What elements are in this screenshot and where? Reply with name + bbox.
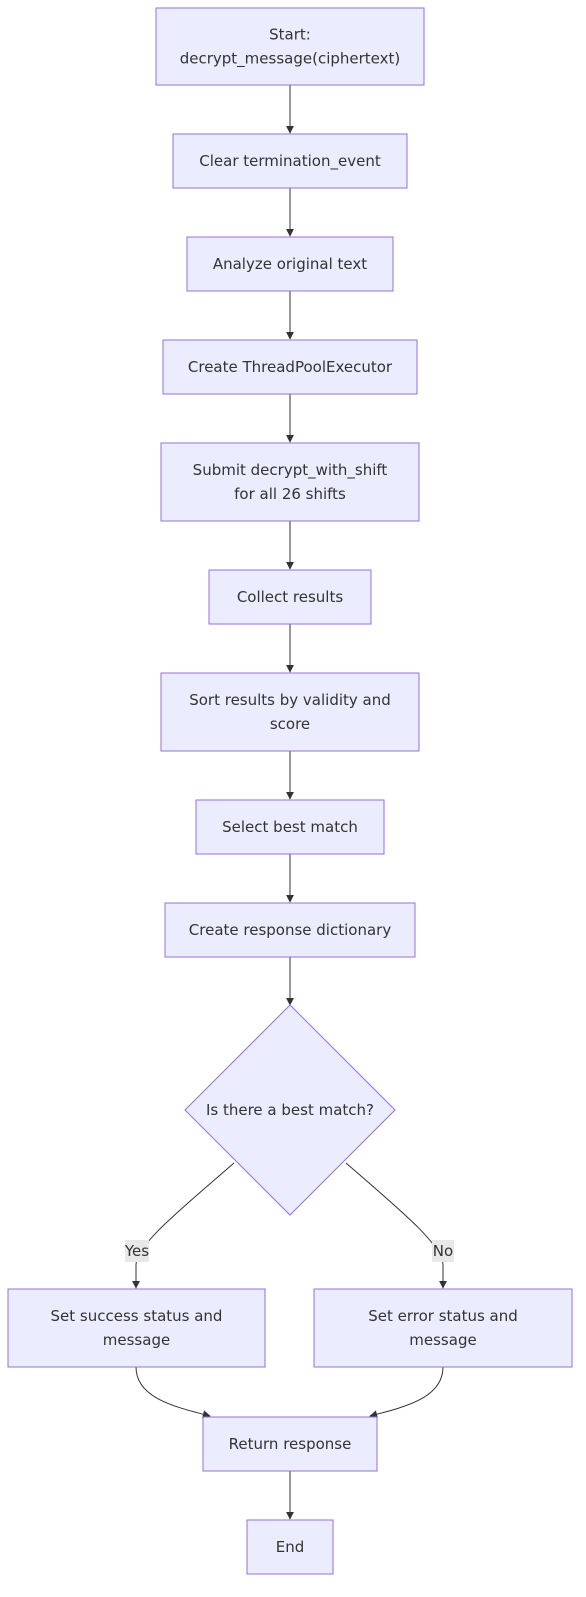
node-submit-label: for all 26 shifts [234, 485, 346, 503]
node-sort-box [160, 672, 420, 752]
node-create-response: Create response dictionary [164, 902, 416, 958]
edge-decision-no [345, 1162, 447, 1289]
node-select: Select best match [195, 799, 385, 855]
node-error-label: Set error status and [368, 1307, 518, 1325]
node-start-label: decrypt_message(ciphertext) [180, 50, 401, 69]
edge-success-return [135, 1366, 211, 1419]
node-error-box [313, 1288, 573, 1368]
node-success: Set success status and message [7, 1288, 266, 1368]
edge-label-yes: Yes [124, 1240, 149, 1262]
node-end: End [246, 1519, 334, 1575]
node-clear-event-box [172, 133, 408, 189]
node-end-label: End [276, 1538, 305, 1556]
node-create-executor-box [162, 339, 418, 395]
node-clear-event-label: Clear termination_event [199, 152, 381, 171]
edge-label-no-text: No [433, 1242, 453, 1260]
node-return-response-label: Return response [229, 1435, 352, 1453]
edge-label-no: No [432, 1240, 454, 1262]
node-analyze: Analyze original text [186, 236, 394, 292]
edge-error-return [369, 1366, 444, 1419]
node-submit-label: Submit decrypt_with_shift [193, 461, 388, 480]
node-sort-label: score [270, 715, 310, 733]
node-submit-box [160, 442, 420, 522]
node-create-executor: Create ThreadPoolExecutor [162, 339, 418, 395]
node-return-response-box [202, 1416, 378, 1472]
node-collect-box [208, 569, 372, 625]
node-decision: Is there a best match? [184, 1004, 396, 1216]
node-create-executor-label: Create ThreadPoolExecutor [188, 358, 393, 376]
node-success-label: Set success status and [51, 1307, 223, 1325]
node-decision-label: Is there a best match? [206, 1101, 374, 1119]
node-create-response-label: Create response dictionary [189, 921, 392, 939]
node-clear-event: Clear termination_event [172, 133, 408, 189]
node-start-box [155, 7, 425, 86]
node-success-label: message [103, 1331, 170, 1349]
node-start: Start: decrypt_message(ciphertext) [155, 7, 425, 86]
node-error: Set error status and message [313, 1288, 573, 1368]
edge-decision-yes [132, 1162, 235, 1289]
node-start-label: Start: [269, 26, 311, 44]
node-sort: Sort results by validity and score [160, 672, 420, 752]
node-analyze-box [186, 236, 394, 292]
node-error-label: message [409, 1331, 476, 1349]
node-select-label: Select best match [222, 818, 358, 836]
node-sort-label: Sort results by validity and [189, 691, 391, 709]
node-collect-label: Collect results [237, 588, 344, 606]
node-create-response-box [164, 902, 416, 958]
node-analyze-label: Analyze original text [213, 255, 367, 273]
node-collect: Collect results [208, 569, 372, 625]
nodes: Start: decrypt_message(ciphertext) Clear t… [7, 7, 573, 1575]
node-success-box [7, 1288, 266, 1368]
node-return-response: Return response [202, 1416, 378, 1472]
node-decision-diamond [184, 1004, 396, 1216]
node-select-box [195, 799, 385, 855]
node-end-box [246, 1519, 334, 1575]
edge-label-yes-text: Yes [124, 1242, 149, 1260]
